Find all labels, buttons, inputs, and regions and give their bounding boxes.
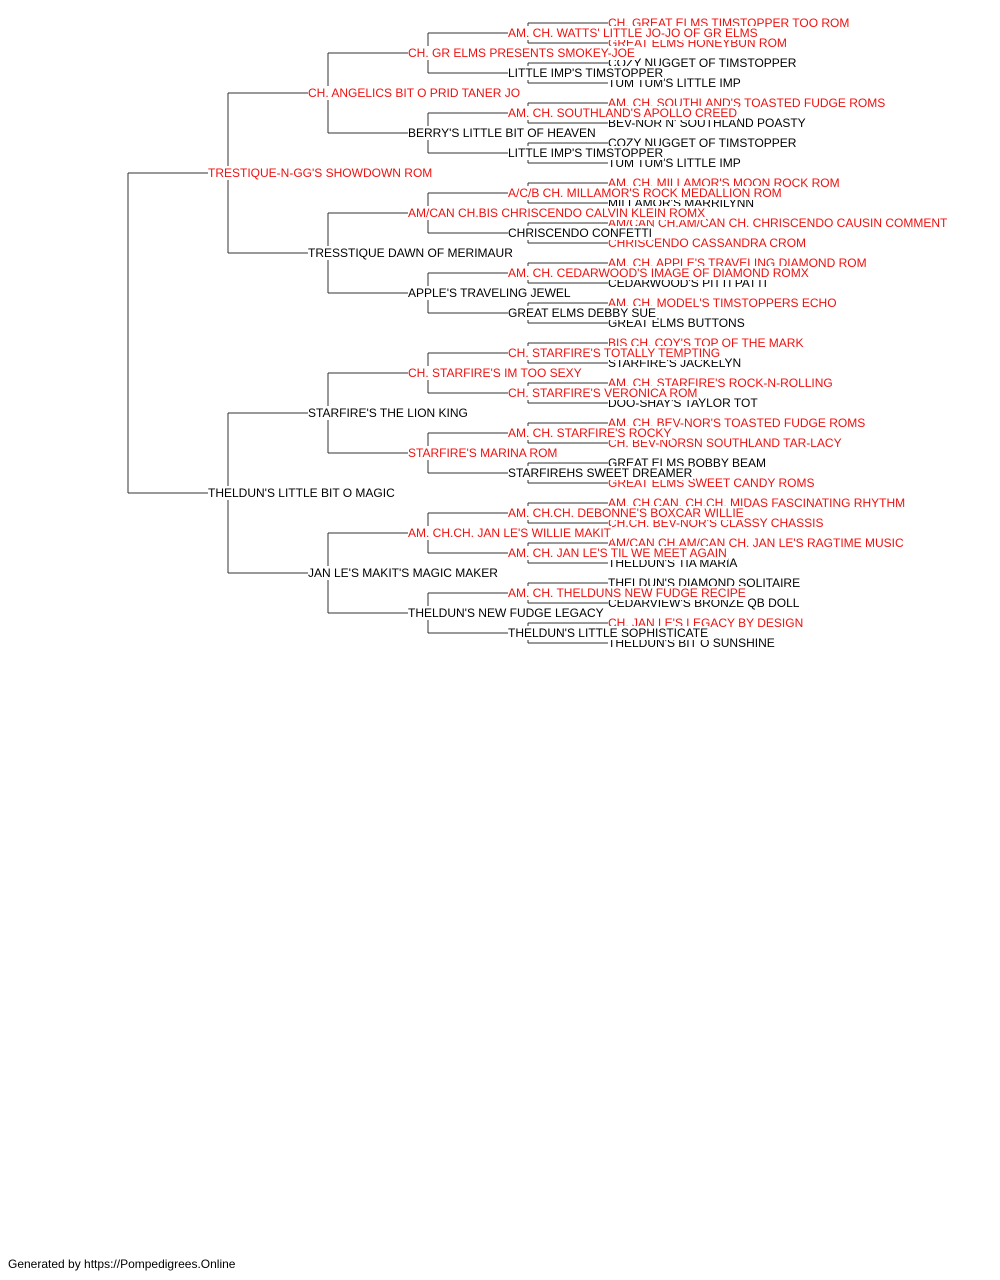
gen4-sire-name: AM. CH. SOUTHLAND'S APOLLO CREED <box>508 106 739 120</box>
gen3-sire-name: AM/CAN CH.BIS CHRISCENDO CALVIN KLEIN RO… <box>408 206 707 220</box>
gen4-dam-name: GREAT ELMS DEBBY SUE <box>508 306 658 320</box>
gen3-dam-name: BERRY'S LITTLE BIT OF HEAVEN <box>408 126 597 140</box>
gen4-sire-name: AM. CH. WATTS' LITTLE JO-JO OF GR ELMS <box>508 26 759 40</box>
credit-footer: Generated by https://Pompedigrees.Online <box>8 1257 236 1271</box>
gen3-sire-name: CH. STARFIRE'S IM TOO SEXY <box>408 366 583 380</box>
gen3-dam-name: STARFIRE'S MARINA ROM <box>408 446 559 460</box>
gen5-sire-name: AM. CH. MODEL'S TIMSTOPPERS ECHO <box>608 296 838 310</box>
gen4-dam-name: LITTLE IMP'S TIMSTOPPER <box>508 66 665 80</box>
gen5-dam-name: CHRISCENDO CASSANDRA CROM <box>608 236 808 250</box>
gen1-sire-name: TRESTIQUE-N-GG'S SHOWDOWN ROM <box>208 166 434 180</box>
gen4-sire-name: AM. CH.CH. DEBONNE'S BOXCAR WILLIE <box>508 506 745 520</box>
gen2-dam-name: JAN LE'S MAKIT'S MAGIC MAKER <box>308 566 499 580</box>
gen2-sire-name: CH. ANGELICS BIT O PRID TANER JO <box>308 86 522 100</box>
gen4-sire-name: AM. CH. STARFIRE'S ROCKY <box>508 426 673 440</box>
gen4-sire-name: AM. CH. THELDUNS NEW FUDGE RECIPE <box>508 586 747 600</box>
gen4-dam-name: STARFIREHS SWEET DREAMER <box>508 466 694 480</box>
gen4-dam-name: AM. CH. JAN LE'S TIL WE MEET AGAIN <box>508 546 728 560</box>
gen4-dam-name: THELDUN'S LITTLE SOPHISTICATE <box>508 626 710 640</box>
gen4-sire-name: AM. CH. CEDARWOOD'S IMAGE OF DIAMOND ROM… <box>508 266 810 280</box>
gen4-dam-name: CHRISCENDO CONFETTI <box>508 226 653 240</box>
gen4-dam-name: LITTLE IMP'S TIMSTOPPER <box>508 146 665 160</box>
gen3-dam-name: APPLE'S TRAVELING JEWEL <box>408 286 572 300</box>
gen4-sire-name: A/C/B CH. MILLAMOR'S ROCK MEDALLION ROM <box>508 186 783 200</box>
gen4-sire-name: CH. STARFIRE'S TOTALLY TEMPTING <box>508 346 722 360</box>
gen3-sire-name: AM. CH.CH. JAN LE'S WILLIE MAKIT <box>408 526 612 540</box>
gen1-dam-name: THELDUN'S LITTLE BIT O MAGIC <box>208 486 396 500</box>
gen2-sire-name: STARFIRE'S THE LION KING <box>308 406 469 420</box>
gen4-dam-name: CH. STARFIRE'S VERONICA ROM <box>508 386 699 400</box>
gen3-dam-name: THELDUN'S NEW FUDGE LEGACY <box>408 606 605 620</box>
gen3-sire-name: CH. GR ELMS PRESENTS SMOKEY-JOE <box>408 46 636 60</box>
gen2-dam-name: TRESSTIQUE DAWN OF MERIMAUR <box>308 246 514 260</box>
